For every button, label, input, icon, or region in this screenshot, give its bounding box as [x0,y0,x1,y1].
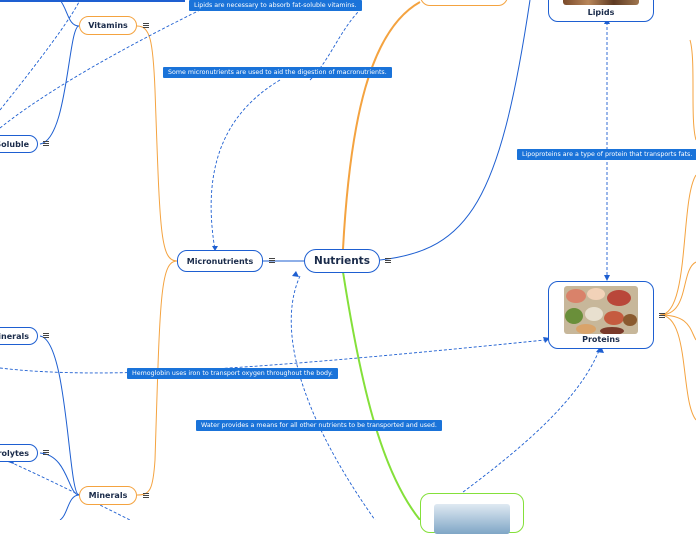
rel-electro-water [9,461,131,520]
food-image [563,0,639,5]
note-lipoproteins[interactable]: Lipoproteins are a type of protein that … [517,149,696,160]
link-micro-minerals [136,260,178,496]
note-hemoglobin[interactable]: Hemoglobin uses iron to transport oxygen… [127,368,338,379]
note-water[interactable]: Water provides a means for all other nut… [196,420,442,431]
water-node[interactable] [420,493,524,534]
fat-soluble-node[interactable]: Soluble [0,135,38,153]
menu-icon[interactable] [143,493,149,498]
link-proteins-r1 [659,174,696,316]
rel-lipids-vitamins [0,9,201,129]
rel-digestion-up [309,9,361,81]
fat-soluble-label: Soluble [0,139,29,149]
lipids-label: Lipids [587,8,615,17]
vitamins-node[interactable]: Vitamins [79,16,137,35]
root-label: Nutrients [314,255,370,267]
link-lipids-r [689,39,696,141]
electrolytes-label: rolytes [0,448,29,458]
micronutrients-node[interactable]: Micronutrients [177,250,263,272]
minerals-node[interactable]: Minerals [79,486,137,505]
link-proteins-r4 [659,314,696,421]
proteins-label: Proteins [582,335,620,344]
link-root-water [342,271,421,520]
link-root-lipids [379,0,531,261]
lipids-node[interactable]: Lipids [548,0,654,22]
note-lipids-vitamins[interactable]: Lipids are necessary to absorb fat-solub… [189,0,362,11]
note-micro-digestion[interactable]: Some micronutrients are used to aid the … [163,67,392,78]
rel-micro-digestion [210,79,281,251]
link-vitamins-top [59,0,80,27]
arrowhead-water-proteins [596,346,604,353]
protein-foods-image [564,286,638,334]
trace-minerals-label: inerals [0,331,29,341]
trace-minerals-node[interactable]: inerals [0,327,38,345]
menu-icon[interactable] [385,258,391,263]
water-image [434,504,510,534]
arrowhead-root [292,271,299,277]
top-orange-node[interactable] [420,0,508,6]
link-proteins-r3 [659,314,696,341]
rel-water-proteins [454,347,601,499]
electrolytes-node[interactable]: rolytes [0,444,38,462]
menu-icon[interactable] [143,23,149,28]
link-proteins-r2 [659,261,696,316]
proteins-node[interactable]: Proteins [548,281,654,349]
vitamins-label: Vitamins [88,21,128,30]
micronutrients-label: Micronutrients [186,256,254,266]
link-micro-vitamins [136,25,178,262]
food-image [564,286,638,334]
menu-icon[interactable] [43,333,49,338]
rel-hemoglobin [0,339,546,374]
menu-icon[interactable] [43,141,49,146]
connection-layer [0,0,696,520]
menu-icon[interactable] [659,313,665,318]
root-node[interactable]: Nutrients [304,249,380,273]
rel-water-root [290,275,376,520]
menu-icon[interactable] [269,258,275,263]
minerals-label: Minerals [88,491,128,500]
link-minerals-bottom [59,494,80,520]
link-root-top [342,1,421,250]
link-vitamins-soluble [39,25,80,145]
rel-left-1 [0,0,81,111]
arrowhead-micro [212,246,218,251]
link-minerals-trace [39,335,80,496]
arrowhead-proteins [604,275,610,281]
menu-icon[interactable] [43,450,49,455]
